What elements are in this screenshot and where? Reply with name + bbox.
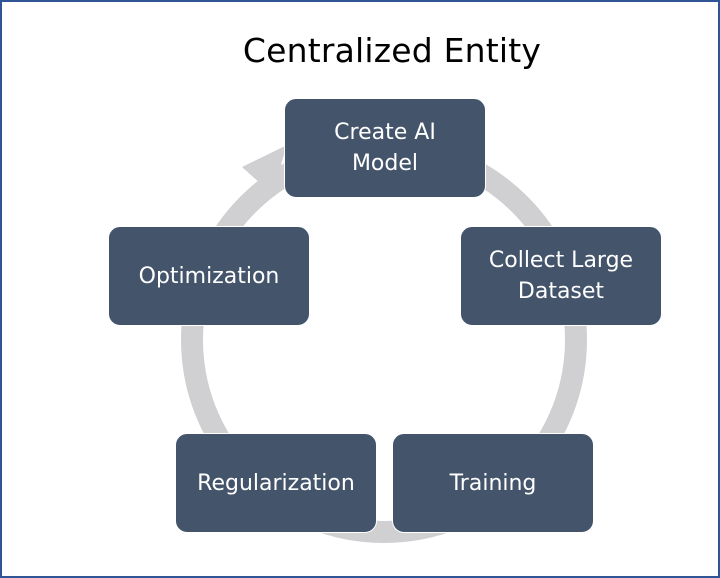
diagram-title: Centralized Entity [242,31,542,70]
node-collect-large-dataset: Collect Large Dataset [460,226,662,326]
node-optimization: Optimization [108,226,310,326]
node-training: Training [392,433,594,533]
node-create-ai-model: Create AI Model [284,98,486,198]
node-regularization: Regularization [175,433,377,533]
cycle-arrowhead [242,145,287,194]
